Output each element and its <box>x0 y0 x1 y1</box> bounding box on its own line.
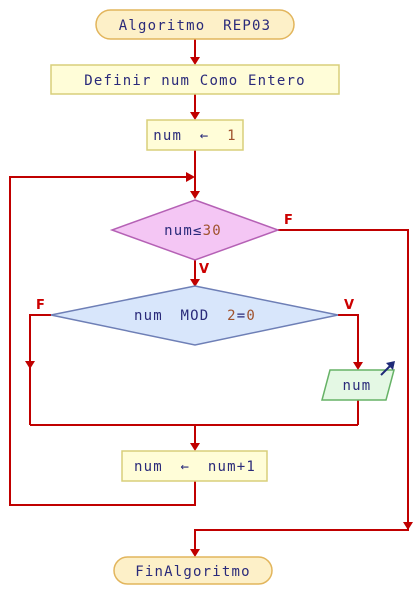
svg-text:Algoritmo REP03: Algoritmo REP03 <box>119 18 271 34</box>
assign-init-process: num ← 1 <box>146 119 244 151</box>
if-cond-op: MOD <box>181 308 210 324</box>
assign-init-value: 1 <box>227 128 237 144</box>
increment-var: num <box>134 459 163 475</box>
start-keyword: Algoritmo <box>119 18 206 34</box>
end-terminal: FinAlgoritmo <box>113 556 273 585</box>
start-terminal: Algoritmo REP03 <box>95 9 295 40</box>
if-cond-rhs: 0 <box>246 308 256 324</box>
svg-text:num MOD 2=0: num MOD 2=0 <box>134 308 256 324</box>
connectors <box>9 39 413 557</box>
loop-true-label: V <box>199 262 209 277</box>
if-cond-var: num <box>134 308 163 324</box>
svg-text:num≤30: num≤30 <box>164 223 222 239</box>
increment-expr: num+1 <box>208 459 256 475</box>
output-text: num <box>343 378 372 394</box>
if-cond-value: 2 <box>227 308 237 324</box>
if-decision: num MOD 2=0 <box>50 285 339 346</box>
define-text: Definir num Como Entero <box>84 73 305 89</box>
loop-cond-var: num <box>164 223 193 239</box>
start-algorithm-name: REP03 <box>223 18 271 34</box>
increment-process: num ← num+1 <box>121 450 268 482</box>
loop-decision: num≤30 <box>109 199 281 261</box>
loop-cond-op: ≤ <box>193 223 203 239</box>
define-process: Definir num Como Entero <box>50 64 340 95</box>
loop-false-label: F <box>284 213 293 228</box>
svg-text:num ← 1: num ← 1 <box>153 128 236 144</box>
output-arrow-icon <box>380 361 395 376</box>
if-cond-eq: = <box>237 308 247 324</box>
if-true-label: V <box>344 298 354 313</box>
if-false-line <box>29 314 51 425</box>
loop-cond-value: 30 <box>203 223 222 239</box>
if-false-label: F <box>36 298 45 313</box>
assign-init-arrow: ← <box>200 128 210 144</box>
svg-text:num ← num+1: num ← num+1 <box>134 459 256 475</box>
assign-init-var: num <box>153 128 182 144</box>
output-box: num <box>321 361 395 401</box>
loop-back-line <box>9 176 196 506</box>
if-true-line <box>338 314 359 363</box>
end-text: FinAlgoritmo <box>135 564 251 580</box>
increment-arrow: ← <box>181 459 191 475</box>
